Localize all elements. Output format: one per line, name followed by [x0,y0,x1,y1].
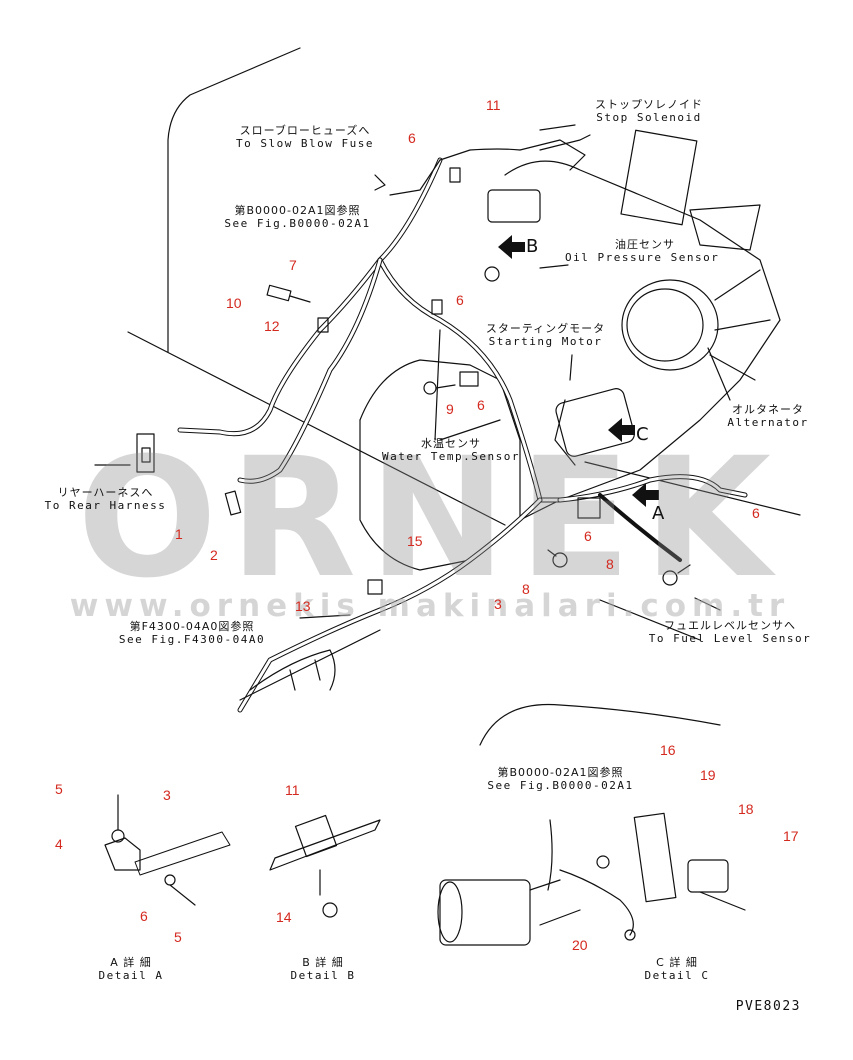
engine-block [504,160,781,521]
label-to-slow-blow-fuse: スローブローヒューズへ To Slow Blow Fuse [235,124,375,150]
clamp-15 [367,579,383,595]
detail-b-drawing [269,814,381,918]
part-number-8: 8 [522,581,530,597]
alternator-body [621,279,719,371]
label-stop-solenoid: ストップソレノイド Stop Solenoid [595,98,703,124]
part-number-4: 4 [55,836,63,852]
frame-line [127,331,506,526]
bolt-8b [662,564,691,586]
part-number-17: 17 [783,828,799,844]
view-letter-c: C [636,424,651,445]
part-number-11: 11 [285,782,300,798]
label-oil-pressure-sensor: 油圧センサ Oil Pressure Sensor [565,238,720,264]
clamp-6c [577,497,601,519]
drawing-number: PVE8023 [735,999,801,1014]
label-alternator: オルタネータ Alternator [727,403,809,429]
view-arrow-c [608,418,635,442]
frame-line-lower [599,599,701,641]
label-to-rear-harness: リヤーハーネスへ To Rear Harness [44,486,167,512]
harness-to-fuse [389,159,441,196]
clamp-12 [317,317,329,333]
part-number-6: 6 [477,397,485,413]
part-number-5: 5 [174,929,182,945]
part-number-12: 12 [264,318,280,334]
part-number-18: 18 [738,801,754,817]
oil-pressure-cover [620,129,698,226]
label-see-fig-b0000-bottom: 第B0000-02A1図参照 See Fig.B0000-02A1 [487,766,634,792]
part-number-3: 3 [163,787,171,803]
divider-curve [479,703,721,746]
starting-motor-body [555,388,635,457]
watermark-logo-text: ORNEK [77,430,783,600]
bolt-9 [423,381,456,395]
label-water-temp-sensor: 水温センサ Water Temp.Sensor [381,437,521,463]
part-number-15: 15 [407,533,423,549]
label-starting-motor: スターティングモータ Starting Motor [485,322,606,348]
bolt-2 [224,490,242,516]
detail-a-drawing [104,794,231,906]
part-number-6: 6 [408,130,416,146]
clamp-6a [449,167,461,183]
stop-solenoid-body [487,189,541,223]
label-see-fig-f4300: 第F4300-04A0図参照 See Fig.F4300-04A0 [118,620,266,646]
part-number-8: 8 [606,556,614,572]
bolt-10 [266,284,311,303]
part-number-5: 5 [55,781,63,797]
part-number-11: 11 [486,97,501,113]
bolt-oil [484,266,500,282]
frame-line-right [584,461,801,516]
part-number-1: 1 [175,526,183,542]
view-letter-a: A [652,503,666,524]
view-arrow-a [632,483,659,507]
part-number-2: 2 [210,547,218,563]
part-number-9: 9 [446,401,454,417]
caption-detail-c: C 詳 細 Detail C [644,956,710,982]
watermark-url: www.ornekis makinalari.com.tr [69,588,791,624]
part-number-6: 6 [752,505,760,521]
part-number-6: 6 [140,908,148,924]
part-number-6: 6 [584,528,592,544]
part-number-10: 10 [226,295,242,311]
harness-main [177,157,443,437]
clamp-6b [431,299,443,315]
part-number-6: 6 [456,292,464,308]
part-number-7: 7 [289,257,297,273]
part-number-20: 20 [572,937,588,953]
harness-branch-5 [598,493,682,562]
clamp-9 [459,371,479,387]
label-to-fuel-level-sensor: フュエルレベルセンサへ To Fuel Level Sensor [648,619,812,645]
part-number-16: 16 [660,742,676,758]
cab-outline [167,47,301,353]
label-see-fig-b0000-top: 第B0000-02A1図参照 See Fig.B0000-02A1 [224,204,371,230]
view-arrow-b [498,235,525,259]
caption-detail-b: B 詳 細 Detail B [290,956,356,982]
watermark-logo: ORNEK [77,430,783,600]
part-number-19: 19 [700,767,716,783]
part-number-3: 3 [494,596,502,612]
view-letter-b: B [526,236,540,257]
bolt-8a [547,549,568,568]
rear-harness-connector [136,433,155,473]
caption-detail-a: A 詳 細 Detail A [98,956,164,982]
part-number-13: 13 [295,598,311,614]
part-number-14: 14 [276,909,292,925]
detail-c-drawing [437,812,746,946]
